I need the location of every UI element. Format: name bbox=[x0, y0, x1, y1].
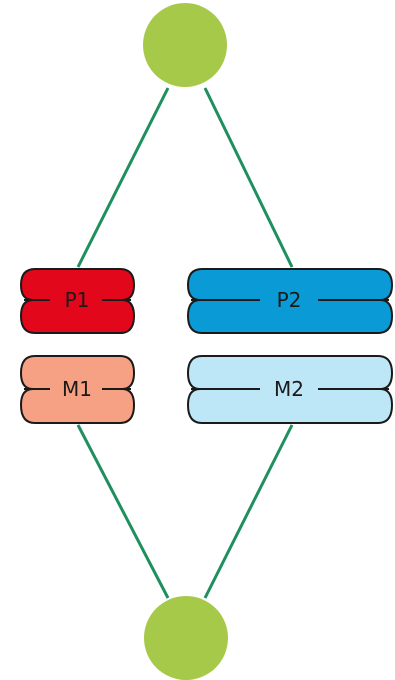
top-pole bbox=[143, 3, 227, 87]
bottom-pole bbox=[144, 596, 228, 680]
chromosome-m2: M2 bbox=[186, 355, 394, 424]
spindle-fiber-bottom-left bbox=[76, 424, 170, 599]
chromosome-p1-label: P1 bbox=[65, 288, 90, 312]
chromosome-m1: M1 bbox=[19, 355, 136, 424]
spindle-fiber-bottom-right bbox=[203, 424, 294, 599]
spindle-fiber-top-right bbox=[203, 87, 294, 268]
chromosome-m1-label: M1 bbox=[62, 377, 92, 401]
chromosome-p1: P1 bbox=[19, 268, 136, 334]
spindle-fiber-top-left bbox=[76, 87, 170, 268]
chromosome-m2-label: M2 bbox=[274, 377, 304, 401]
chromosome-p2: P2 bbox=[186, 268, 394, 334]
chromosome-p2-label: P2 bbox=[277, 288, 302, 312]
